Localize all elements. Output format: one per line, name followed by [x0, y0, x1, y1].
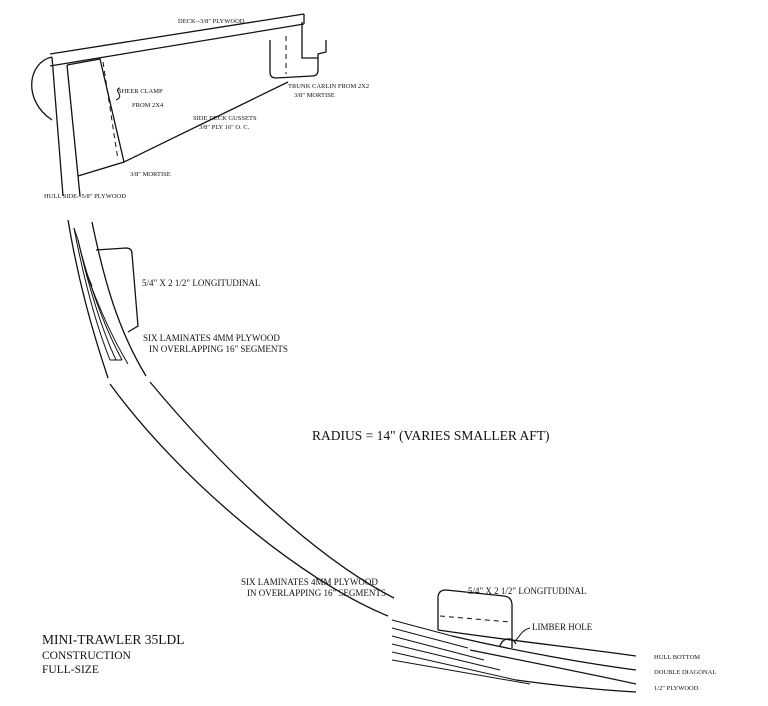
- title-block-title: MINI-TRAWLER 35LDL: [42, 632, 185, 647]
- label-limber-hole: LIMBER HOLE: [532, 622, 593, 632]
- laminate-4-upper: [81, 255, 123, 361]
- bottom-assembly: [391, 589, 637, 693]
- limber-hole-leader: [515, 627, 531, 641]
- label-trunk-carlin: TRUNK CARLIN FROM 2X2: [288, 83, 369, 90]
- laminate-5-upper: [85, 271, 129, 365]
- laminate-2-upper: [73, 227, 111, 361]
- longitudinal-lower: [437, 589, 513, 648]
- trunk-carlin: [269, 40, 327, 79]
- hull-bottom-line-2: [451, 635, 637, 671]
- laminate-inner-upper: [91, 221, 147, 377]
- laminate-sweep-outer: [109, 383, 389, 617]
- side-deck-gusset: [123, 81, 289, 163]
- label-longitudinal-lower: 5/4" X 2 1/2" LONGITUDINAL: [468, 586, 586, 596]
- label-hull-side: HULL SIDE--5/8" PLYWOOD: [44, 193, 126, 200]
- half-plywood-line: [515, 679, 637, 693]
- label-gusset-mortise: 3/8" MORTISE: [130, 171, 171, 178]
- label-sheer-clamp: SHEER CLAMP: [118, 88, 163, 95]
- sheer-clamp-leader: [115, 87, 121, 101]
- label-laminates-lower-1: SIX LAMINATES 4MM PLYWOOD: [241, 577, 378, 587]
- label-deck: DECK--3/8" PLYWOOD: [178, 18, 245, 25]
- sheer-clamp-mortise-line: [102, 61, 119, 161]
- hull-bottom-line-1: [437, 629, 637, 657]
- laminate-steps-lower: [391, 619, 531, 685]
- trunk-side: [301, 22, 318, 59]
- label-laminates-upper-2: IN OVERLAPPING 16" SEGMENTS: [149, 344, 288, 354]
- sheer-clamp: [66, 58, 125, 177]
- longitudinal-lower-dash: [439, 615, 511, 623]
- label-sheer-clamp-from: FROM 2X4: [132, 102, 164, 109]
- label-double-diagonal: DOUBLE DIAGONAL: [654, 669, 716, 676]
- label-laminates-lower-2: IN OVERLAPPING 16" SEGMENTS: [247, 588, 386, 598]
- deck-plywood: [49, 13, 305, 67]
- label-side-gussets-2: 3/8" PLY 16" O. C.: [199, 124, 250, 131]
- label-half-plywood: 1/2" PLYWOOD: [654, 685, 699, 692]
- rub-rail: [31, 56, 53, 121]
- deck-sheer-assembly: [31, 13, 327, 197]
- label-trunk-mortise: 3/8" MORTISE: [294, 92, 335, 99]
- label-radius: RADIUS = 14" (VARIES SMALLER AFT): [312, 428, 550, 443]
- laminate-outer-upper: [67, 219, 109, 379]
- title-block-line3: FULL-SIZE: [42, 664, 99, 676]
- longitudinal-upper: [95, 247, 139, 333]
- label-side-gussets-1: SIDE DECK GUSSETS: [193, 115, 257, 122]
- hull-side-plywood: [51, 56, 81, 197]
- title-block-line2: CONSTRUCTION: [42, 650, 132, 662]
- label-laminates-upper-1: SIX LAMINATES 4MM PLYWOOD: [143, 333, 280, 343]
- bilge-laminates: [67, 219, 395, 617]
- double-diagonal-line: [469, 649, 637, 685]
- label-hull-bottom: HULL BOTTOM: [654, 654, 700, 661]
- label-longitudinal-upper: 5/4" X 2 1/2" LONGITUDINAL: [142, 278, 260, 288]
- laminate-sweep-inner: [149, 381, 395, 599]
- laminate-steps-upper: [73, 227, 122, 361]
